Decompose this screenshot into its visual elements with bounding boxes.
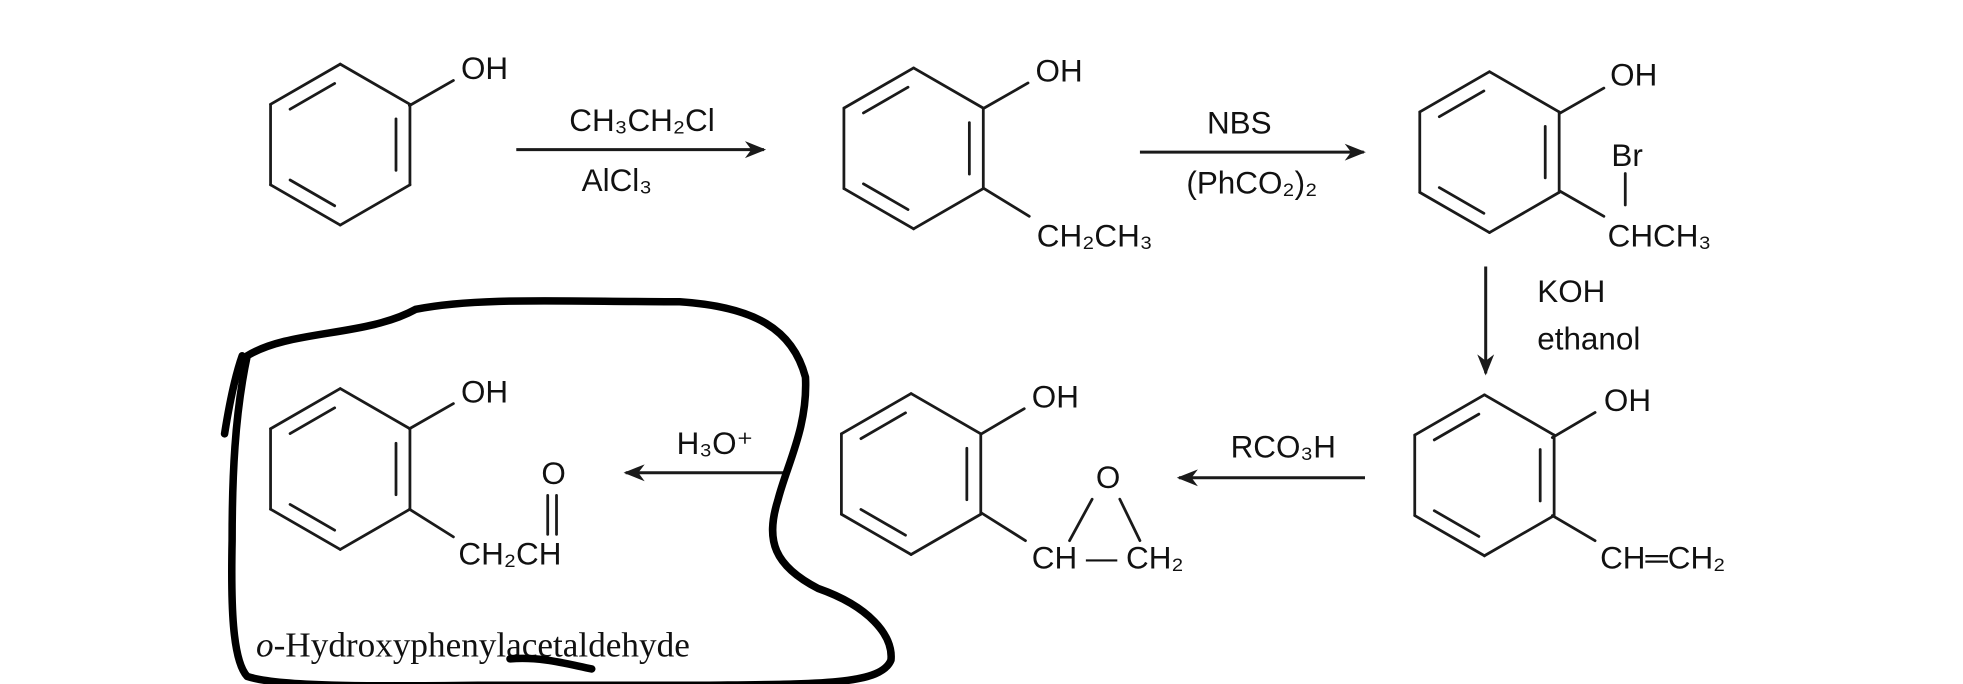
ring-bond: [269, 387, 342, 431]
ring-bond: [842, 187, 915, 231]
ring-bond: [912, 66, 985, 110]
benzene-ring: [840, 392, 983, 556]
oh-label: OH: [1610, 58, 1657, 93]
reaction-step-3: KOH ethanol: [1477, 266, 1640, 376]
peracid-label: RCO₃H: [1231, 430, 1336, 465]
carbonyl-oxygen-label: O: [541, 456, 565, 491]
product-caption: o-Hydroxyphenylacetaldehyde: [256, 625, 690, 664]
ring-bond: [1413, 514, 1486, 558]
ring-bond: [909, 392, 983, 436]
compound-phenol: OH: [408, 51, 508, 108]
ring-bond: [842, 66, 915, 110]
oh-label: OH: [1036, 54, 1083, 89]
ring-double-bond: [862, 182, 910, 211]
compound-2-ethylphenol: OH CH₂CH₃: [982, 54, 1153, 253]
ring-double-bond: [1437, 186, 1486, 215]
oh-bond: [408, 402, 455, 431]
ring-double-bond: [859, 411, 907, 440]
ethyl-bond: [982, 187, 1031, 218]
sub-bond: [1558, 189, 1606, 218]
ring-bond: [338, 387, 412, 431]
ring-bond: [1483, 514, 1556, 558]
compound-aldehyde: OH O CH₂CH o-Hydroxyphenylacetaldehyde: [256, 374, 690, 664]
compound-epoxide: OH O CH — CH₂: [980, 379, 1184, 575]
benzene-rings: [269, 62, 1561, 558]
ring-bond: [1488, 70, 1561, 114]
compound-vinyl: OH CH═CH₂: [1550, 383, 1725, 575]
ring-bond: [269, 507, 342, 551]
ring-bond: [1483, 393, 1556, 437]
oh-bond: [1550, 411, 1597, 439]
ring-bond: [269, 62, 342, 106]
br-label: Br: [1611, 138, 1642, 173]
reaction-step-1: CH₃CH₂Cl AlCl₃: [516, 103, 767, 198]
ethyl-label: CH₂CH₃: [1037, 218, 1153, 253]
chch3-label: CHCH₃: [1608, 218, 1712, 253]
compound-bromo: OH Br CHCH₃: [1558, 58, 1712, 253]
reagent-label: CH₃CH₂Cl: [569, 103, 714, 138]
benzene-ring: [842, 66, 985, 231]
ring-double-bond: [288, 406, 337, 435]
ring-bond: [912, 187, 985, 231]
benzene-ring: [1413, 393, 1556, 558]
ring-double-bond: [862, 85, 910, 115]
ring-bond: [338, 62, 412, 106]
ring-bond: [840, 512, 913, 556]
oh-label: OH: [1604, 383, 1651, 418]
reagent-label: NBS: [1207, 105, 1272, 140]
highlight-tick: [220, 352, 246, 438]
oh-bond: [982, 81, 1030, 110]
epoxide-label: CH — CH₂: [1032, 540, 1184, 575]
ring-bond: [338, 183, 412, 227]
oh-bond: [408, 79, 455, 108]
ring-double-bond: [288, 503, 337, 532]
benzene-ring: [269, 62, 412, 227]
ring-bond: [1418, 190, 1491, 234]
ring-bond: [840, 392, 913, 436]
ring-bond: [1418, 70, 1491, 114]
ring-bond: [269, 183, 342, 227]
catalyst-label: AlCl₃: [582, 163, 652, 198]
epoxide-bond: [1118, 497, 1142, 543]
oh-bond: [1558, 86, 1606, 115]
initiator-label: (PhCO₂)₂: [1186, 166, 1317, 201]
oh-label: OH: [461, 374, 508, 409]
ring-double-bond: [1432, 509, 1481, 538]
ring-bond: [338, 507, 412, 551]
base-label: KOH: [1537, 274, 1605, 309]
ring-double-bond: [288, 82, 337, 111]
ring-double-bond: [1437, 89, 1486, 119]
ring-bond: [1413, 393, 1486, 437]
vinyl-bond: [1550, 514, 1597, 543]
benzene-ring: [269, 387, 412, 551]
reaction-step-2: NBS (PhCO₂)₂: [1139, 105, 1366, 201]
acid-label: H₃O⁺: [677, 426, 754, 461]
ring-double-bond: [859, 508, 907, 537]
solvent-label: ethanol: [1537, 322, 1640, 357]
oh-label: OH: [461, 51, 508, 86]
ring-bond: [1488, 190, 1561, 234]
sub-bond: [408, 507, 455, 539]
oh-bond: [980, 407, 1026, 436]
reaction-step-5: H₃O⁺: [623, 426, 787, 482]
ring-double-bond: [1432, 412, 1481, 442]
epoxide-oxygen-label: O: [1096, 460, 1120, 495]
ring-bond: [909, 512, 983, 556]
ring-double-bond: [288, 178, 337, 208]
highlight-loop: [227, 297, 895, 684]
hand-drawn-highlight: [220, 297, 895, 684]
benzene-ring: [1418, 70, 1561, 234]
oh-label: OH: [1032, 379, 1079, 414]
highlight-underline: [506, 654, 596, 673]
sub-bond: [980, 511, 1027, 543]
vinyl-label: CH═CH₂: [1600, 540, 1725, 575]
reaction-step-4: RCO₃H: [1176, 430, 1365, 487]
ch2ch-label: CH₂CH: [458, 537, 561, 572]
epoxide-bond: [1068, 497, 1094, 543]
